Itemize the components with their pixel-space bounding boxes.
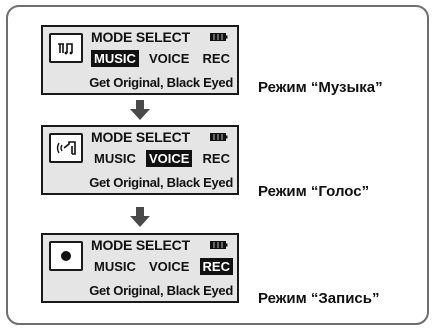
lcd-screen-rec: MODE SELECT MUSIC VOICE REC Get Original… (41, 233, 239, 303)
mode-select-title: MODE SELECT (91, 29, 190, 45)
mode-voice[interactable]: VOICE (148, 50, 190, 66)
track-title: Get Original, Black Eyed (89, 175, 233, 190)
lcd-screen-music: MODE SELECT MUSIC VOICE REC Get Original… (41, 25, 239, 95)
voice-icon (49, 133, 83, 163)
mode-select-title: MODE SELECT (91, 129, 190, 145)
mode-options: MUSIC VOICE REC (91, 257, 233, 275)
battery-icon (210, 133, 228, 141)
mode-music[interactable]: MUSIC (94, 150, 136, 166)
mode-music[interactable]: MUSIC (94, 258, 136, 274)
caption-voice: Режим “Голос” (258, 183, 370, 200)
battery-icon (210, 33, 228, 41)
mode-select-title: MODE SELECT (91, 237, 190, 253)
mode-rec[interactable]: REC (202, 50, 230, 66)
mode-voice[interactable]: VOICE (145, 149, 193, 167)
caption-rec: Режим “Запись” (258, 290, 380, 307)
mode-options: MUSIC VOICE REC (91, 149, 233, 167)
caption-music: Режим “Музыка” (258, 79, 383, 96)
record-dot-icon (49, 241, 83, 271)
music-note-icon (49, 33, 83, 63)
battery-icon (210, 241, 228, 249)
mode-rec[interactable]: REC (202, 150, 230, 166)
diagram-frame (6, 5, 429, 325)
down-arrow-icon (130, 207, 150, 227)
mode-rec[interactable]: REC (199, 257, 233, 275)
down-arrow-icon (130, 100, 150, 120)
lcd-screen-voice: MODE SELECT MUSIC VOICE REC Get Original… (41, 125, 239, 195)
mode-music[interactable]: MUSIC (91, 49, 139, 67)
mode-options: MUSIC VOICE REC (91, 49, 233, 67)
track-title: Get Original, Black Eyed (89, 283, 233, 298)
track-title: Get Original, Black Eyed (89, 75, 233, 90)
mode-voice[interactable]: VOICE (148, 258, 190, 274)
